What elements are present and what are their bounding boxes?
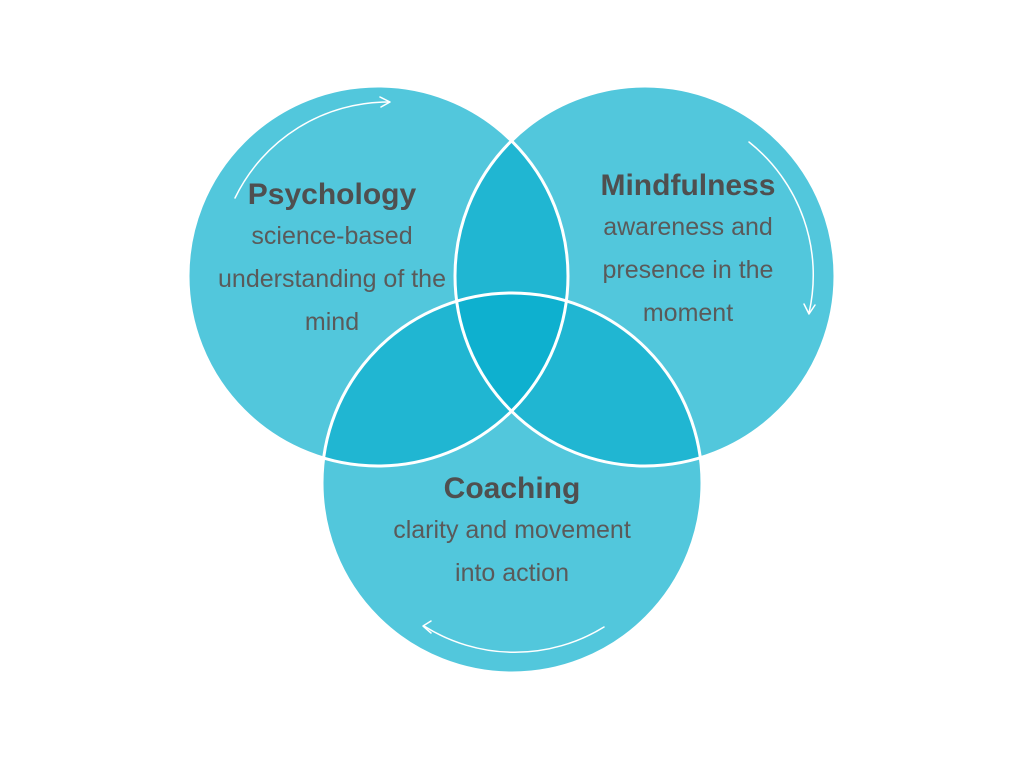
set-label-coaching: Coaching clarity and movement into actio… — [392, 469, 632, 595]
outline-psychology — [186, 84, 570, 468]
outline-mindfulness — [453, 84, 837, 468]
set-label-psychology: Psychology science-based understanding o… — [212, 175, 452, 344]
set-label-mindfulness: Mindfulness awareness and presence in th… — [578, 166, 798, 335]
set-title: Coaching — [443, 472, 581, 505]
arrow-clockwise-icon — [422, 620, 605, 654]
set-description: awareness and presence in the moment — [602, 213, 774, 327]
set-title: Mindfulness — [600, 169, 776, 202]
overlap-psychology-coaching — [322, 293, 568, 466]
arrow-clockwise-icon — [234, 96, 391, 199]
outline-coaching — [320, 291, 704, 675]
set-description: science-based understanding of the mind — [218, 222, 446, 336]
set-description: clarity and movement into action — [393, 516, 631, 587]
overlap-mindfulness-coaching — [455, 293, 702, 466]
arrow-clockwise-icon — [748, 141, 816, 315]
set-title: Psychology — [247, 178, 417, 211]
